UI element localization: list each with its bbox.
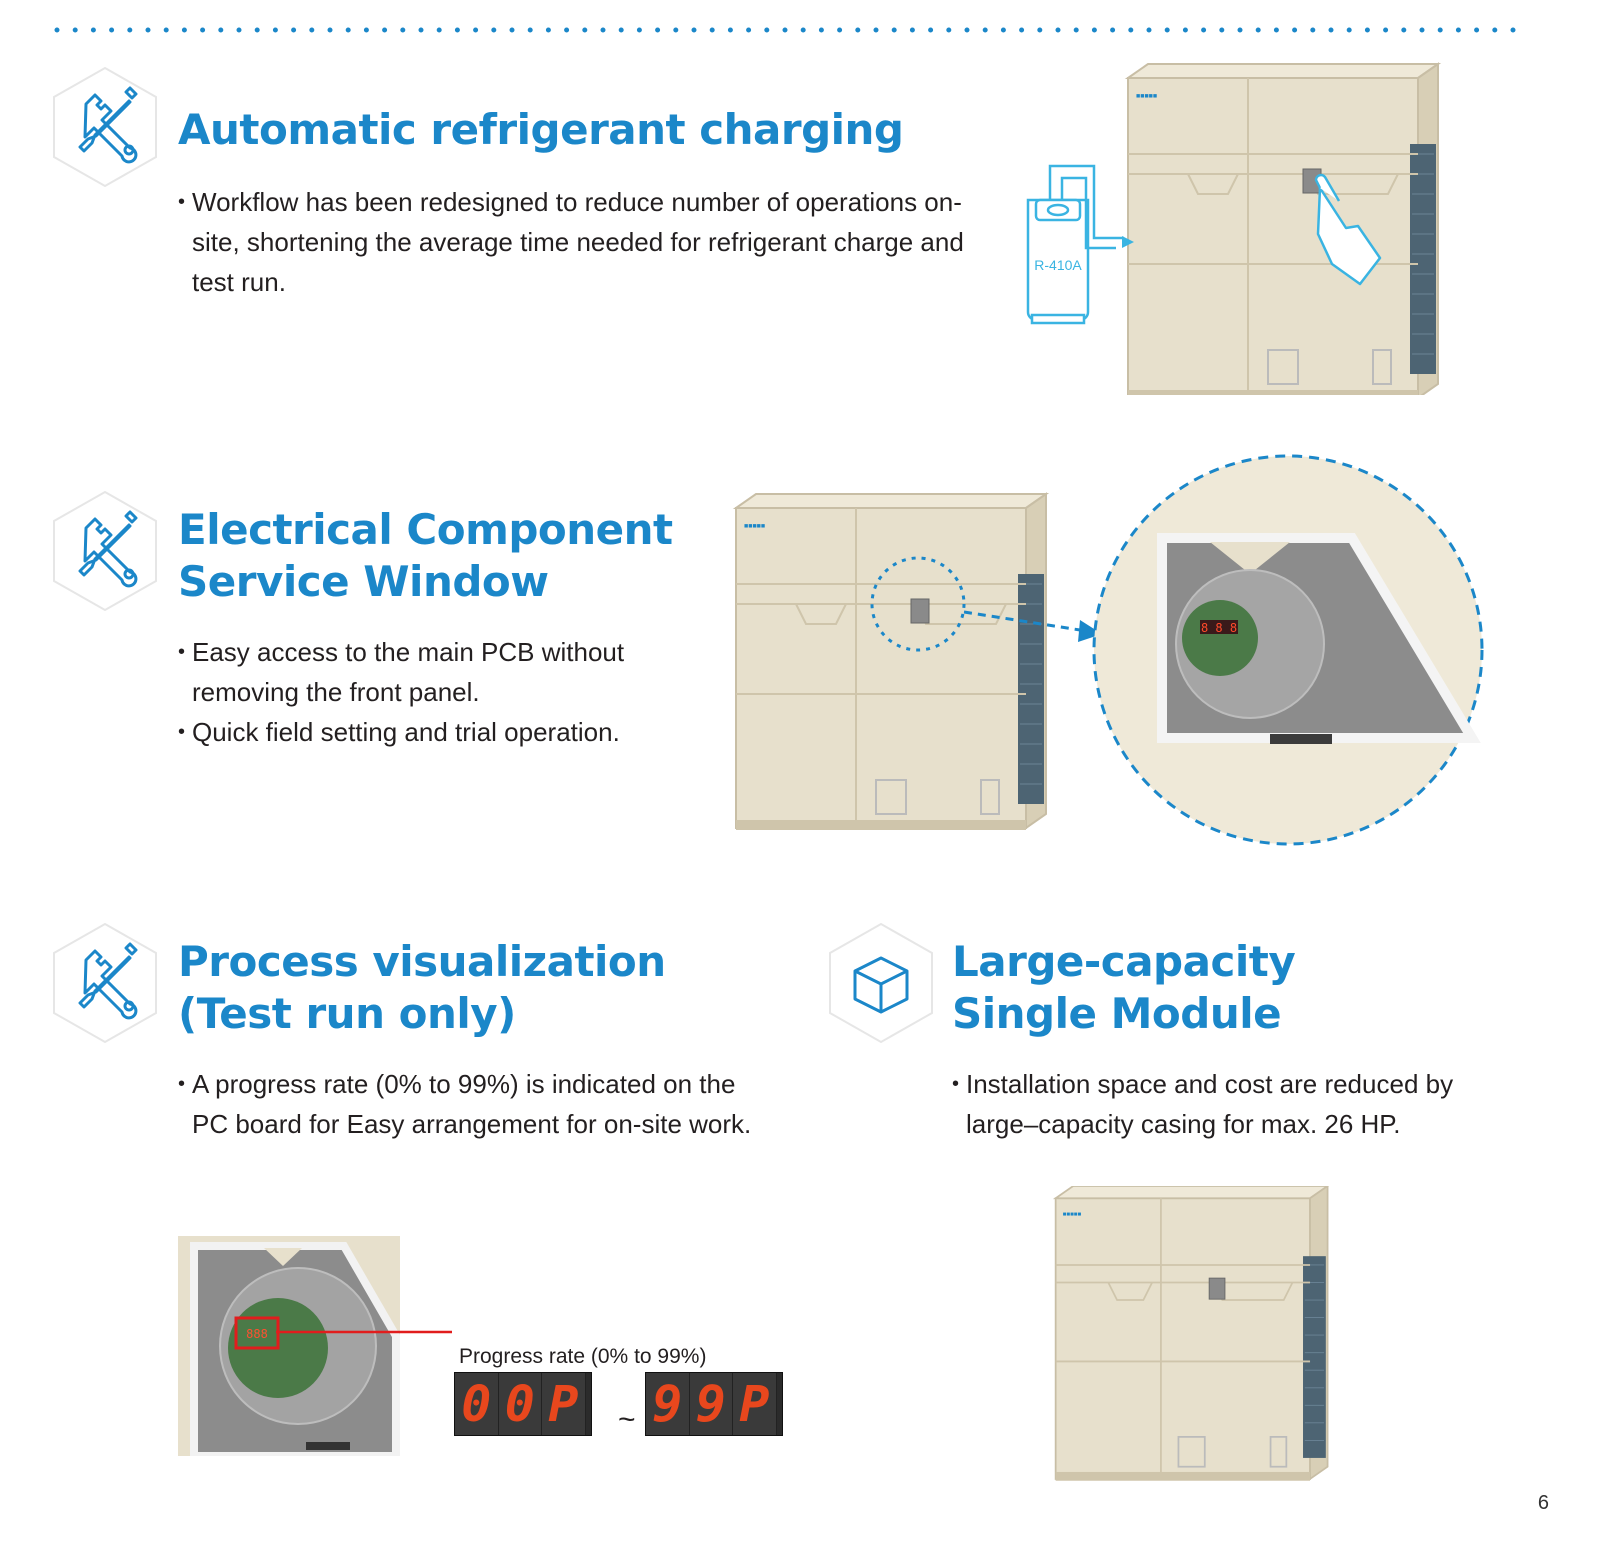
bullet-item: A progress rate (0% to 99%) is indicated… — [178, 1064, 778, 1144]
wrench-screwdriver-icon — [53, 491, 157, 611]
bullet-list-large-capacity: Installation space and cost are reduced … — [952, 1064, 1512, 1144]
page-number: 6 — [1537, 1492, 1549, 1514]
section-title-auto-charging: Automatic refrigerant charging — [178, 105, 904, 154]
display-digit: 9 — [689, 1373, 734, 1435]
bullet-list-service-window: Easy access to the main PCB without remo… — [178, 632, 698, 752]
display-digit: 9 — [646, 1373, 690, 1435]
outdoor-unit-photo — [1054, 1186, 1329, 1482]
wrench-screwdriver-icon — [53, 923, 157, 1043]
cube-icon — [829, 923, 933, 1043]
display-digit: P — [733, 1373, 777, 1435]
bullet-item: Quick field setting and trial operation. — [178, 712, 698, 752]
bullet-list-auto-charging: Workflow has been redesigned to reduce n… — [178, 182, 968, 302]
pcb-closeup-photo: 888 — [178, 1236, 400, 1456]
progress-rate-label: Progress rate (0% to 99%) — [459, 1345, 707, 1368]
wrench-screwdriver-icon — [53, 67, 157, 187]
bullet-item: Installation space and cost are reduced … — [952, 1064, 1512, 1144]
section-title-process-visualization: Process visualization(Test run only) — [178, 937, 666, 1038]
display-digit: 0 — [455, 1373, 499, 1435]
range-separator: ~ — [618, 1403, 636, 1436]
service-window-illustration: 8 8 8 — [735, 454, 1484, 846]
dotted-divider — [54, 27, 1528, 33]
cylinder-label: R-410A — [1034, 257, 1082, 273]
refrigerant-charging-illustration: R-410A — [1026, 63, 1439, 395]
svg-text:888: 888 — [246, 1327, 268, 1341]
svg-text:8 8 8: 8 8 8 — [1201, 621, 1237, 635]
bullet-item: Easy access to the main PCB without remo… — [178, 632, 698, 712]
display-digit: P — [542, 1373, 586, 1435]
callout-line — [276, 1330, 452, 1334]
bullet-list-process-visualization: A progress rate (0% to 99%) is indicated… — [178, 1064, 778, 1144]
display-digit: 0 — [498, 1373, 543, 1435]
bullet-item: Workflow has been redesigned to reduce n… — [178, 182, 968, 302]
